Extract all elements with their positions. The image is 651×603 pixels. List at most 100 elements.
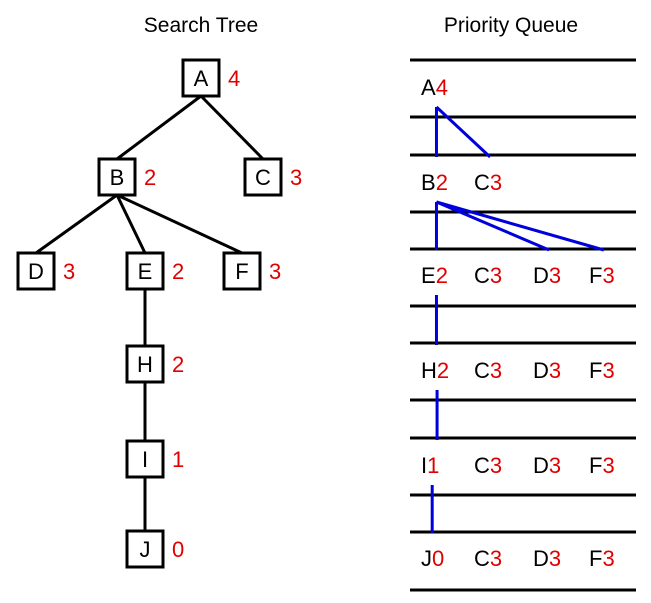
queue-item-number: 3: [549, 263, 561, 288]
queue-item-number: 3: [602, 453, 614, 478]
queue-item-letter: H: [421, 358, 437, 383]
queue-item-letter: F: [589, 358, 602, 383]
queue-item-number: 3: [549, 453, 561, 478]
queue-link-1-to-2: [435, 105, 492, 159]
tree-node-heuristic: 3: [63, 259, 75, 284]
queue-item-letter: C: [474, 358, 490, 383]
queue-title: Priority Queue: [444, 14, 578, 37]
queue-links: [430, 105, 605, 533]
queue-item-letter: J: [421, 546, 432, 571]
queue-item-number: 3: [602, 546, 614, 571]
queue-item-letter: I: [421, 453, 427, 478]
tree-node-label: H: [137, 352, 153, 377]
queue-item-number: 0: [432, 546, 444, 571]
tree-node-heuristic: 4: [228, 66, 240, 91]
tree-edge-a-b: [116, 94, 202, 161]
queue-item-letter: F: [589, 263, 602, 288]
tree-node-heuristic: 3: [269, 259, 281, 284]
queue-link-2-to-3: [435, 200, 550, 252]
queue-item-number: 3: [549, 546, 561, 571]
tree-node-heuristic: 1: [172, 447, 184, 472]
queue-item-letter: E: [421, 263, 436, 288]
queue-item-number: 3: [490, 546, 502, 571]
tree-node-box: [222, 251, 262, 291]
tree-node-heuristic: 2: [172, 352, 184, 377]
queue-item-letter: D: [533, 358, 549, 383]
queue-item-letter: C: [474, 263, 490, 288]
tree-node-box: [243, 157, 283, 197]
tree-edge-b-e: [115, 194, 147, 254]
tree-node-box: [125, 344, 165, 384]
queue-item-letter: B: [421, 170, 436, 195]
tree-node-heuristic: 2: [172, 259, 184, 284]
tree-node-label: J: [140, 537, 151, 562]
queue-item-number: 3: [490, 170, 502, 195]
queue-item-letter: C: [474, 170, 490, 195]
tree-node-label: E: [138, 259, 153, 284]
queue-item-number: 3: [549, 358, 561, 383]
queue-item-letter: C: [474, 546, 490, 571]
queue-item-letter: F: [589, 546, 602, 571]
tree-edge-b-d: [35, 193, 118, 255]
tree-node-box: [16, 251, 56, 291]
queue-item-letter: D: [533, 453, 549, 478]
tree-node-label: A: [194, 66, 209, 91]
queue-item-number: 2: [437, 358, 449, 383]
queue-item-number: 3: [490, 453, 502, 478]
queue-item-letter: A: [421, 75, 436, 100]
queue-item-number: 3: [490, 358, 502, 383]
queue-lines: [410, 58, 636, 592]
tree-node-box: [125, 529, 165, 569]
tree-node-heuristic: 2: [144, 165, 156, 190]
queue-item-number: 3: [602, 358, 614, 383]
tree-edge-b-f: [116, 193, 243, 255]
tree-node-box: [181, 58, 221, 98]
tree-node-box: [125, 251, 165, 291]
tree-edges: [35, 94, 265, 531]
tree-edge-a-c: [199, 94, 265, 161]
queue-item-number: 4: [436, 75, 448, 100]
queue-item-number: 3: [490, 263, 502, 288]
queue-item-letter: D: [533, 546, 549, 571]
tree-node-heuristic: 0: [172, 537, 184, 562]
queue-item-number: 3: [602, 263, 614, 288]
tree-node-label: D: [28, 259, 44, 284]
queue-item-number: 2: [436, 263, 448, 288]
tree-node-box: [125, 439, 165, 479]
tree-node-label: C: [255, 165, 271, 190]
tree-node-box: [97, 157, 137, 197]
tree-node-heuristic: 3: [290, 165, 302, 190]
